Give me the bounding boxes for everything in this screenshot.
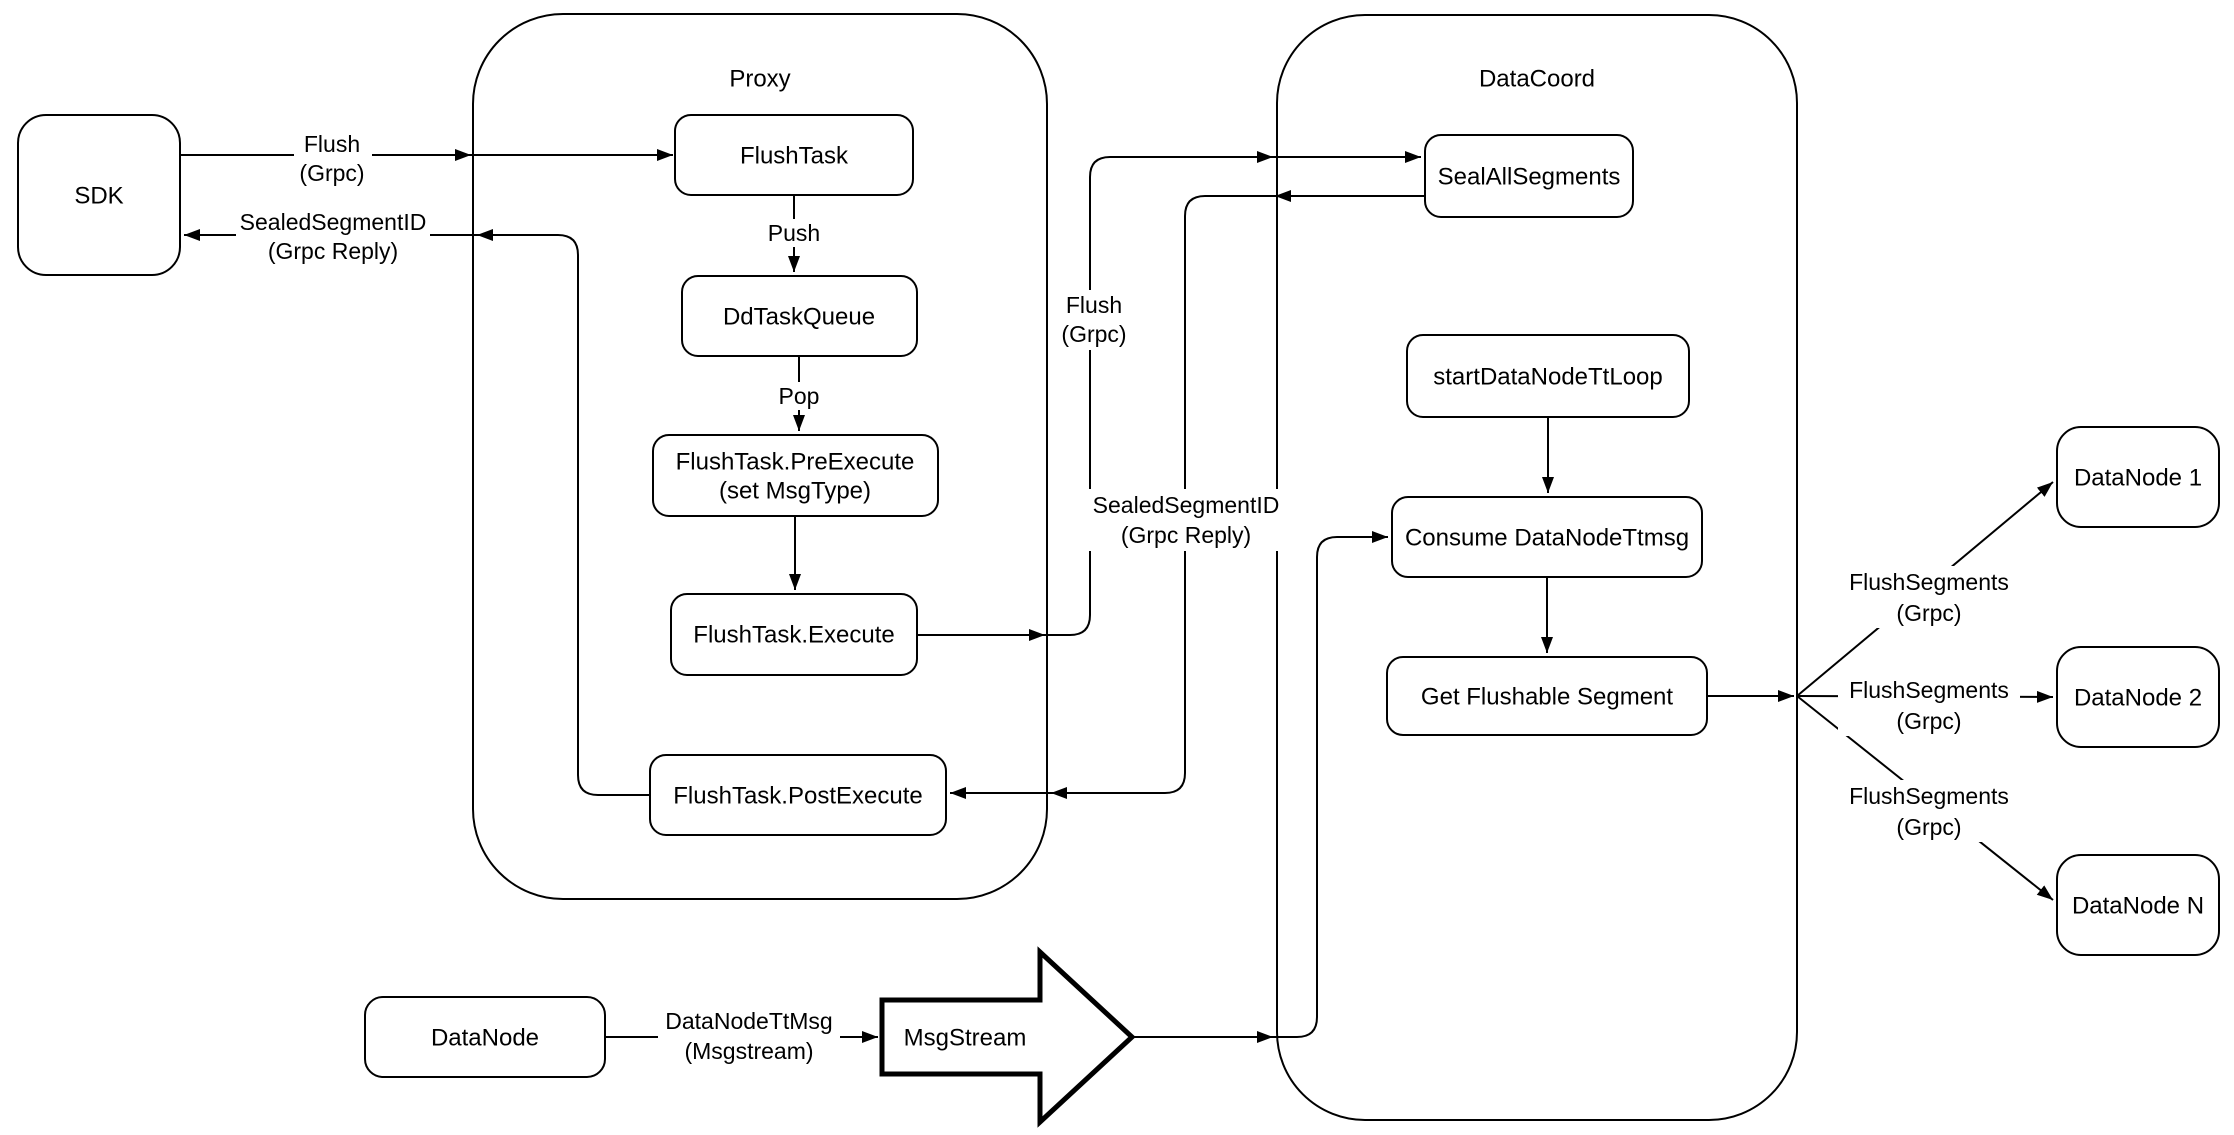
edge-label-flush-mid-line2: (Grpc) — [1061, 321, 1126, 347]
edge-label-flush-left-line2: (Grpc) — [299, 160, 364, 186]
node-startdatanodettloop-label: startDataNodeTtLoop — [1433, 364, 1662, 391]
edge-postexecute-to-sdk — [184, 229, 650, 796]
label-bg-push — [762, 219, 826, 247]
node-datanoden — [2056, 854, 2220, 956]
edge-label-pop: Pop — [779, 383, 820, 409]
node-datanode1 — [2056, 426, 2220, 528]
arrowhead-sealed-at-proxy-right-edge — [1051, 787, 1067, 799]
node-execute — [670, 593, 918, 676]
proxy-container — [472, 13, 1048, 900]
node-getflushablesegment-label: Get Flushable Segment — [1421, 684, 1673, 711]
node-datanoden-label: DataNode N — [2072, 893, 2204, 920]
node-consumedatanodettmsg-label: Consume DataNodeTtmsg — [1405, 525, 1689, 552]
datacoord-title: DataCoord — [1479, 66, 1595, 93]
edge-label-datanodettmsg-line2: (Msgstream) — [684, 1038, 813, 1064]
node-preexecute — [652, 434, 939, 517]
proxy-title: Proxy — [729, 66, 790, 93]
arrowhead-sealed-at-datacoord-edge — [1275, 190, 1291, 202]
edge-label-sealed-mid-line2: (Grpc Reply) — [1121, 522, 1251, 548]
node-getflushablesegment — [1386, 656, 1708, 736]
arrowhead-flush-at-proxy-edge — [455, 149, 471, 161]
node-datanode-bottom — [364, 996, 606, 1078]
label-bg-flushsegments-2 — [1838, 674, 2020, 736]
label-bg-flush-left — [294, 130, 372, 188]
label-bg-sealed-left — [236, 207, 430, 267]
node-preexecute-label-line1: FlushTask.PreExecute — [676, 449, 915, 476]
edge-label-push: Push — [768, 220, 820, 246]
node-datanode2 — [2056, 646, 2220, 748]
node-sdk-label: SDK — [74, 183, 123, 210]
edge-label-flushsegments-2-line2: (Grpc) — [1896, 708, 1961, 734]
edge-label-flushsegments-1-line1: FlushSegments — [1849, 569, 2009, 595]
node-sealallsegments — [1424, 134, 1634, 218]
edge-label-sealed-mid-line1: SealedSegmentID — [1093, 492, 1280, 518]
node-datanode2-label: DataNode 2 — [2074, 685, 2202, 712]
label-bg-flushsegments-1 — [1838, 566, 2020, 628]
msgstream-label: MsgStream — [904, 1025, 1027, 1052]
node-ddtaskqueue-label: DdTaskQueue — [723, 304, 875, 331]
edge-label-flush-mid-line1: Flush — [1066, 292, 1122, 318]
arrowhead-execute-at-proxy-edge — [1029, 629, 1045, 641]
label-bg-sealed-mid — [1089, 489, 1283, 551]
label-bg-flush-mid — [1054, 290, 1134, 350]
datacoord-container — [1276, 14, 1798, 1121]
node-preexecute-label-line2: (set MsgType) — [719, 478, 871, 505]
msgstream-block-arrow — [879, 946, 1136, 1128]
node-ddtaskqueue — [681, 275, 918, 357]
label-bg-pop — [772, 382, 826, 410]
edge-label-flushsegments-3-line2: (Grpc) — [1896, 814, 1961, 840]
node-sdk — [17, 114, 181, 276]
node-postexecute — [649, 754, 947, 836]
edge-label-sealed-left-line2: (Grpc Reply) — [268, 238, 398, 264]
label-bg-flushsegments-3 — [1838, 780, 2020, 842]
node-consumedatanodettmsg — [1391, 496, 1703, 578]
edge-label-sealed-left-line1: SealedSegmentID — [240, 209, 427, 235]
node-flushtask — [674, 114, 914, 196]
edge-execute-to-sealallsegments — [917, 151, 1421, 636]
arrowhead-flush-at-datacoord-edge — [1257, 151, 1273, 163]
node-datanode1-label: DataNode 1 — [2074, 465, 2202, 492]
node-postexecute-label: FlushTask.PostExecute — [673, 783, 922, 810]
arrowhead-msgstream-at-datacoord-edge — [1257, 1031, 1273, 1043]
arrowhead-sealed-at-proxy-edge — [477, 229, 493, 241]
node-startdatanodettloop — [1406, 334, 1690, 418]
edge-label-datanodettmsg-line1: DataNodeTtMsg — [665, 1008, 832, 1034]
edge-msgstream-to-consume — [1132, 531, 1388, 1038]
label-bg-datanodettmsg — [658, 1006, 840, 1066]
node-sealallsegments-label: SealAllSegments — [1438, 164, 1621, 191]
edge-label-flushsegments-3-line1: FlushSegments — [1849, 783, 2009, 809]
node-execute-label: FlushTask.Execute — [693, 622, 894, 649]
edge-label-flushsegments-2-line1: FlushSegments — [1849, 677, 2009, 703]
node-flushtask-label: FlushTask — [740, 143, 849, 170]
edge-label-flush-left-line1: Flush — [304, 131, 360, 157]
node-datanode-bottom-label: DataNode — [431, 1025, 539, 1052]
edge-label-flushsegments-1-line2: (Grpc) — [1896, 600, 1961, 626]
